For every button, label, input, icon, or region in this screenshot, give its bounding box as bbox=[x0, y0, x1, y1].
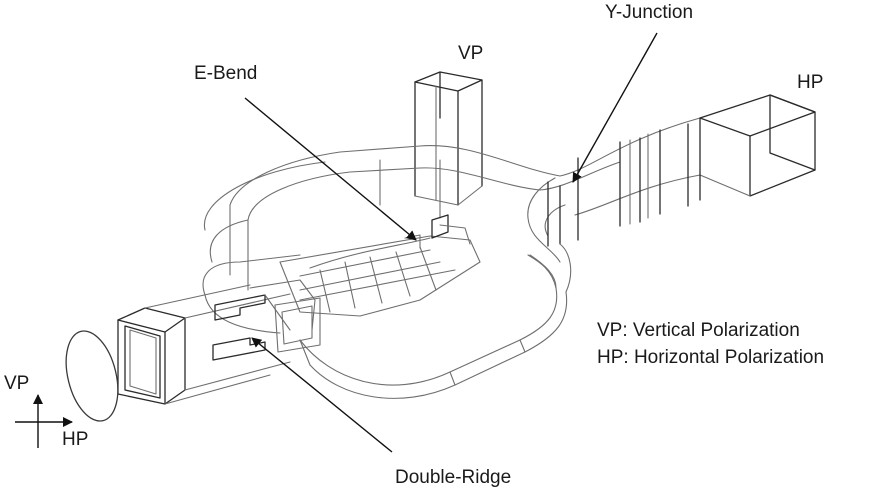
lower-ring-waveguide bbox=[202, 243, 572, 399]
polarization-axes bbox=[15, 394, 73, 448]
double-ridge-section bbox=[212, 279, 321, 361]
label-y-junction: Y-Junction bbox=[605, 2, 694, 23]
legend-vp: VP: Vertical Polarization bbox=[597, 320, 800, 341]
e-bend-floor bbox=[279, 214, 481, 317]
axis-label-vp: VP bbox=[4, 373, 30, 394]
input-square-waveguide bbox=[117, 284, 291, 405]
leader-e-bend bbox=[244, 97, 417, 241]
legend-hp: HP: Horizontal Polarization bbox=[597, 347, 825, 368]
label-double-ridge: Double-Ridge bbox=[395, 467, 512, 488]
label-e-bend: E-Bend bbox=[194, 63, 258, 84]
label-vp-port: VP bbox=[458, 43, 484, 64]
leader-y-junction bbox=[572, 32, 658, 183]
vp-port-waveguide bbox=[414, 71, 483, 206]
circular-aperture bbox=[65, 330, 119, 422]
axis-label-hp: HP bbox=[62, 429, 89, 450]
upper-ring-waveguide bbox=[203, 145, 561, 291]
hp-port-waveguide bbox=[527, 94, 816, 263]
leader-double-ridge bbox=[251, 337, 393, 453]
label-hp-port: HP bbox=[797, 72, 824, 93]
